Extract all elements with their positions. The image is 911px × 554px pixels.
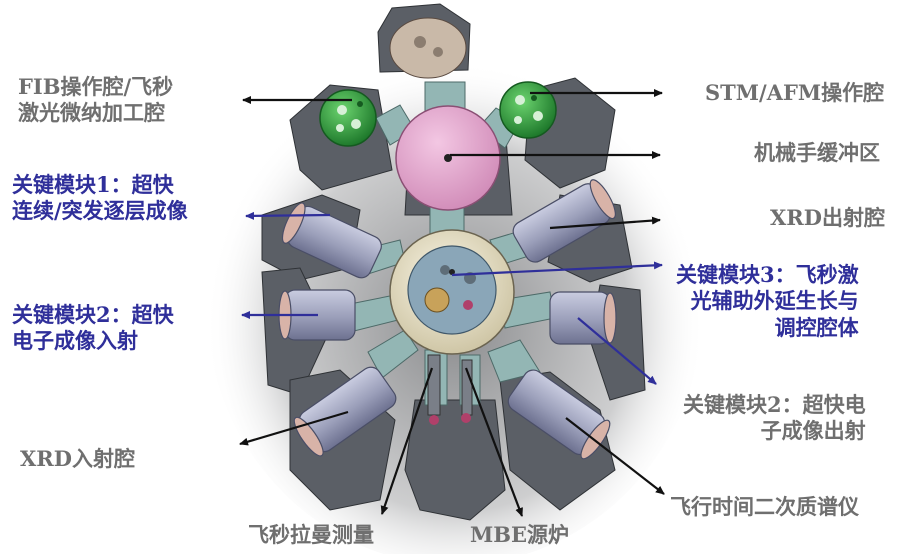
m1-chamber (281, 202, 382, 279)
top-port-chamber (389, 17, 467, 79)
label-module3-line1: 关键模块3：飞秒激 (676, 262, 859, 287)
label-module3-line2: 光辅助外延生长与 (690, 288, 859, 314)
label-module2-in: 关键模块2：超快 电子成像入射 (12, 302, 174, 355)
module-arrows (241, 211, 663, 385)
label-fib-line1: FIB操作腔/飞秒 (18, 74, 174, 99)
label-module2-out: 关键模块2：超快电 子成像出射 (683, 392, 866, 445)
label-module3: 关键模块3：飞秒激 光辅助外延生长与 调控腔体 (676, 262, 859, 341)
pointer-arrows (239, 89, 665, 517)
label-module2-out-line1: 关键模块2：超快电 (683, 392, 866, 417)
label-stm: STM/AFM操作腔 (705, 80, 885, 105)
arrow-module2-out (577, 317, 657, 385)
arrow-module1 (245, 211, 331, 220)
label-fib: FIB操作腔/飞秒 激光微纳加工腔 (18, 74, 173, 127)
label-xrd-out: XRD出射腔 (770, 205, 885, 230)
label-module1-line1: 关键模块1：超快 (12, 172, 174, 197)
label-module2-out-line2: 子成像出射 (760, 418, 866, 444)
fib-green-chamber (319, 89, 377, 147)
m2-out-chamber (549, 291, 617, 345)
arrow-tof (565, 417, 665, 495)
stm-green-chamber (499, 81, 557, 139)
label-module3-line3: 调控腔体 (774, 314, 859, 340)
label-module1-line2: 连续/突发逐层成像 (12, 198, 188, 224)
label-mbe: MBE源炉 (470, 522, 570, 547)
label-module2-in-line2: 电子成像入射 (12, 328, 138, 354)
label-raman: 飞秒拉曼测量 (248, 522, 374, 547)
label-module2-in-line1: 关键模块2：超快 (12, 302, 174, 327)
label-tof: 飞行时间二次质谱仪 (670, 494, 859, 519)
arrow-xrd-in (239, 410, 349, 446)
xrd-out-chamber (512, 179, 616, 263)
xrd-in-chamber (293, 366, 397, 457)
label-xrd-in: XRD入射腔 (20, 446, 135, 471)
central-growth-chamber (389, 229, 515, 355)
label-fib-line2: 激光微纳加工腔 (18, 100, 165, 126)
arrow-raman (380, 367, 434, 515)
arrow-mbe (464, 367, 524, 517)
buffer-pink-chamber (395, 105, 501, 211)
label-module1: 关键模块1：超快 连续/突发逐层成像 (12, 172, 188, 225)
label-buffer: 机械手缓冲区 (754, 140, 880, 165)
arrow-xrd-out (549, 216, 661, 230)
arrow-module3 (451, 261, 663, 277)
